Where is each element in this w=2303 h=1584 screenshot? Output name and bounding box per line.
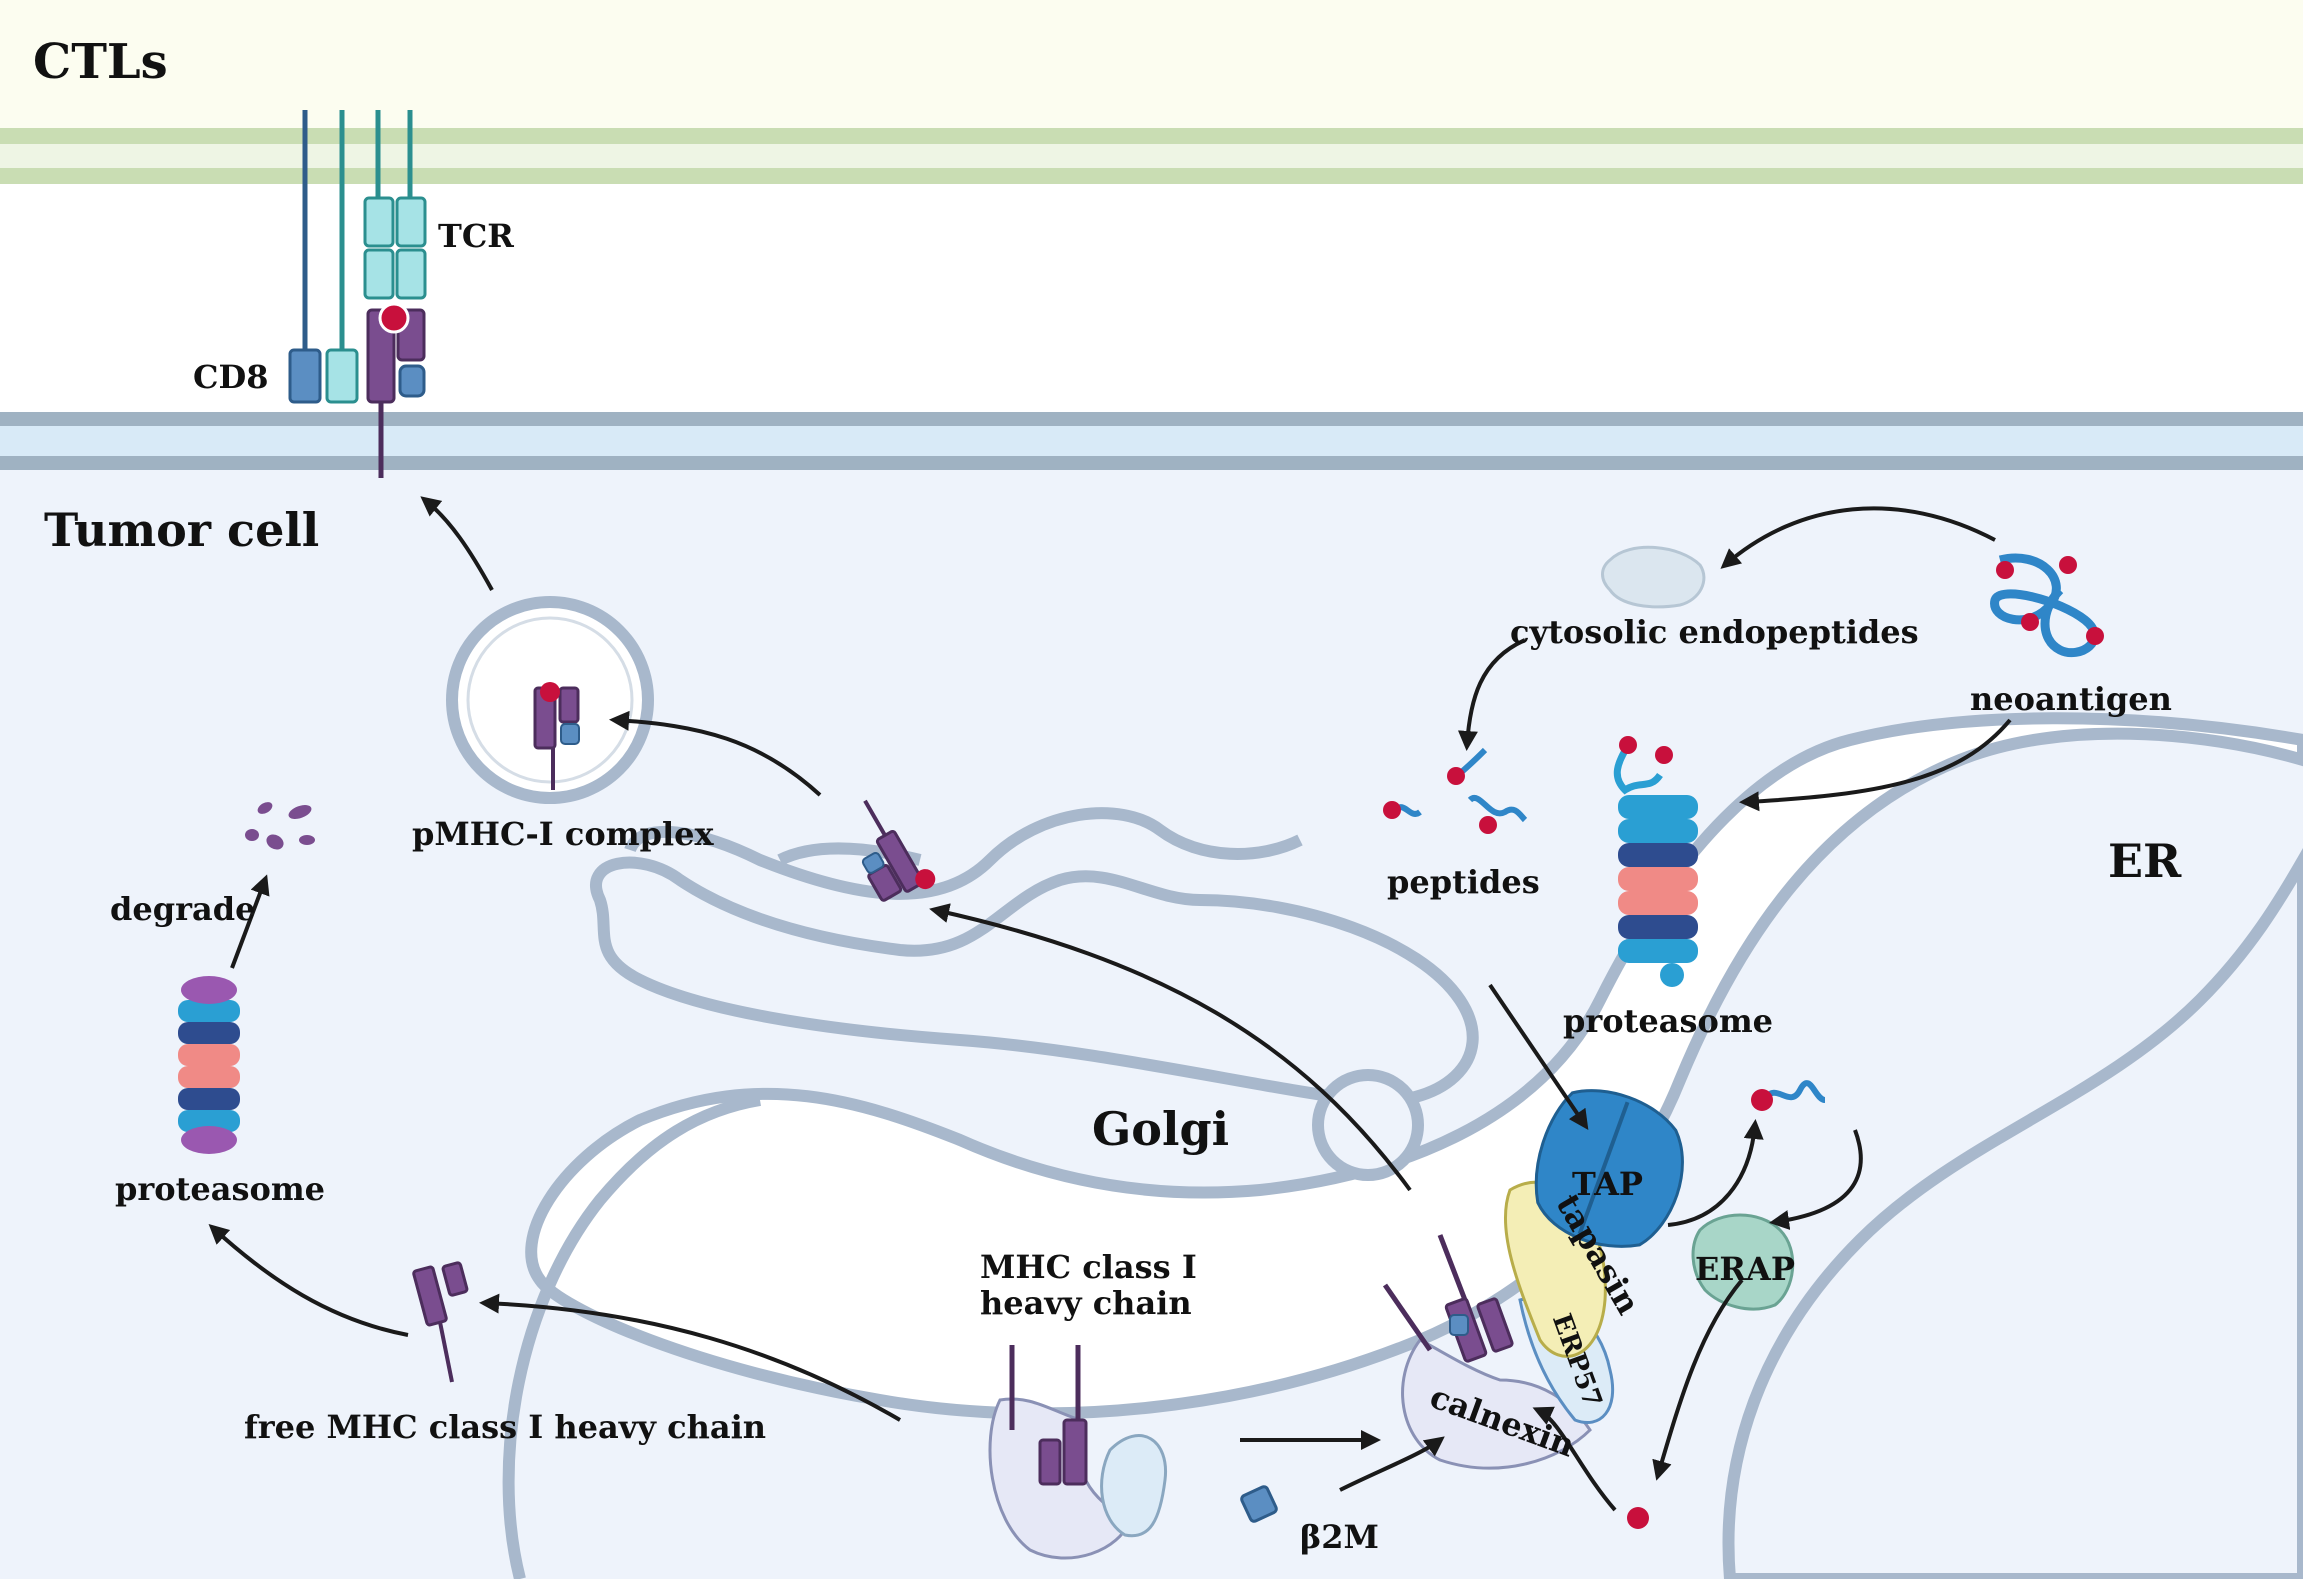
tcr-cd8-cluster	[288, 110, 427, 478]
cd8-label: CD8	[193, 358, 268, 396]
b2m-surface	[398, 364, 426, 398]
cytosolic-endopeptides-label: cytosolic endopeptides	[1510, 613, 1919, 651]
pmhc-complex-label: pMHC-I complex	[412, 815, 714, 853]
tap-label: TAP	[1572, 1165, 1643, 1203]
er-peptide-icon	[1751, 1080, 1826, 1111]
pmhc-vesicle	[533, 682, 580, 790]
tumor-membrane	[0, 412, 2303, 470]
er-lumen-lower	[1722, 847, 2303, 1584]
mhc-heavy-chain-label-2: heavy chain	[980, 1284, 1192, 1322]
mhc-heavy-chain-label-1: MHC class I	[980, 1248, 1197, 1286]
peptide-surface	[378, 302, 410, 334]
ctl-cytoplasm	[0, 0, 2303, 130]
ctls-label: CTLs	[33, 34, 168, 90]
cytosolic-endopeptidase-icon	[1601, 545, 1706, 609]
neoantigen-icon	[1990, 553, 2104, 658]
degraded-fragments	[245, 802, 315, 850]
degrade-label: degrade	[110, 890, 255, 928]
free-peptide-icon	[1627, 1507, 1649, 1529]
peptides-label: peptides	[1387, 863, 1540, 901]
proteasome-left-label: proteasome	[115, 1170, 325, 1208]
proteasome-left-icon	[178, 976, 240, 1154]
b2m-icon	[1240, 1485, 1278, 1523]
erap-label: ERAP	[1695, 1250, 1795, 1288]
cd8-domain	[288, 348, 322, 404]
free-heavy-chain-label: free MHC class I heavy chain	[244, 1408, 766, 1446]
ctl-membrane	[0, 128, 2303, 184]
er-label: ER	[2108, 834, 2182, 888]
neoantigen-label: neoantigen	[1970, 680, 2172, 718]
peptides-icon	[1383, 747, 1528, 834]
free-mhc-heavy-chain-icon	[412, 1261, 469, 1383]
er-bottom-fold	[502, 1094, 761, 1581]
proteasome-right-icon	[1613, 736, 1698, 987]
tcr-label: TCR	[438, 217, 514, 255]
pathway-arrows	[208, 496, 2012, 1512]
proteasome-right-label: proteasome	[1563, 1002, 1773, 1040]
golgi-apparatus	[590, 807, 1479, 1181]
b2m-label: β2M	[1300, 1518, 1379, 1556]
mhc-heavy-chain-er-icon	[988, 1345, 1168, 1560]
golgi-label: Golgi	[1092, 1102, 1229, 1156]
pmhc-golgi	[861, 799, 936, 902]
tumor-cell-label: Tumor cell	[44, 503, 319, 557]
erap-icon	[1691, 1213, 1795, 1311]
tcr-domain	[363, 196, 395, 248]
